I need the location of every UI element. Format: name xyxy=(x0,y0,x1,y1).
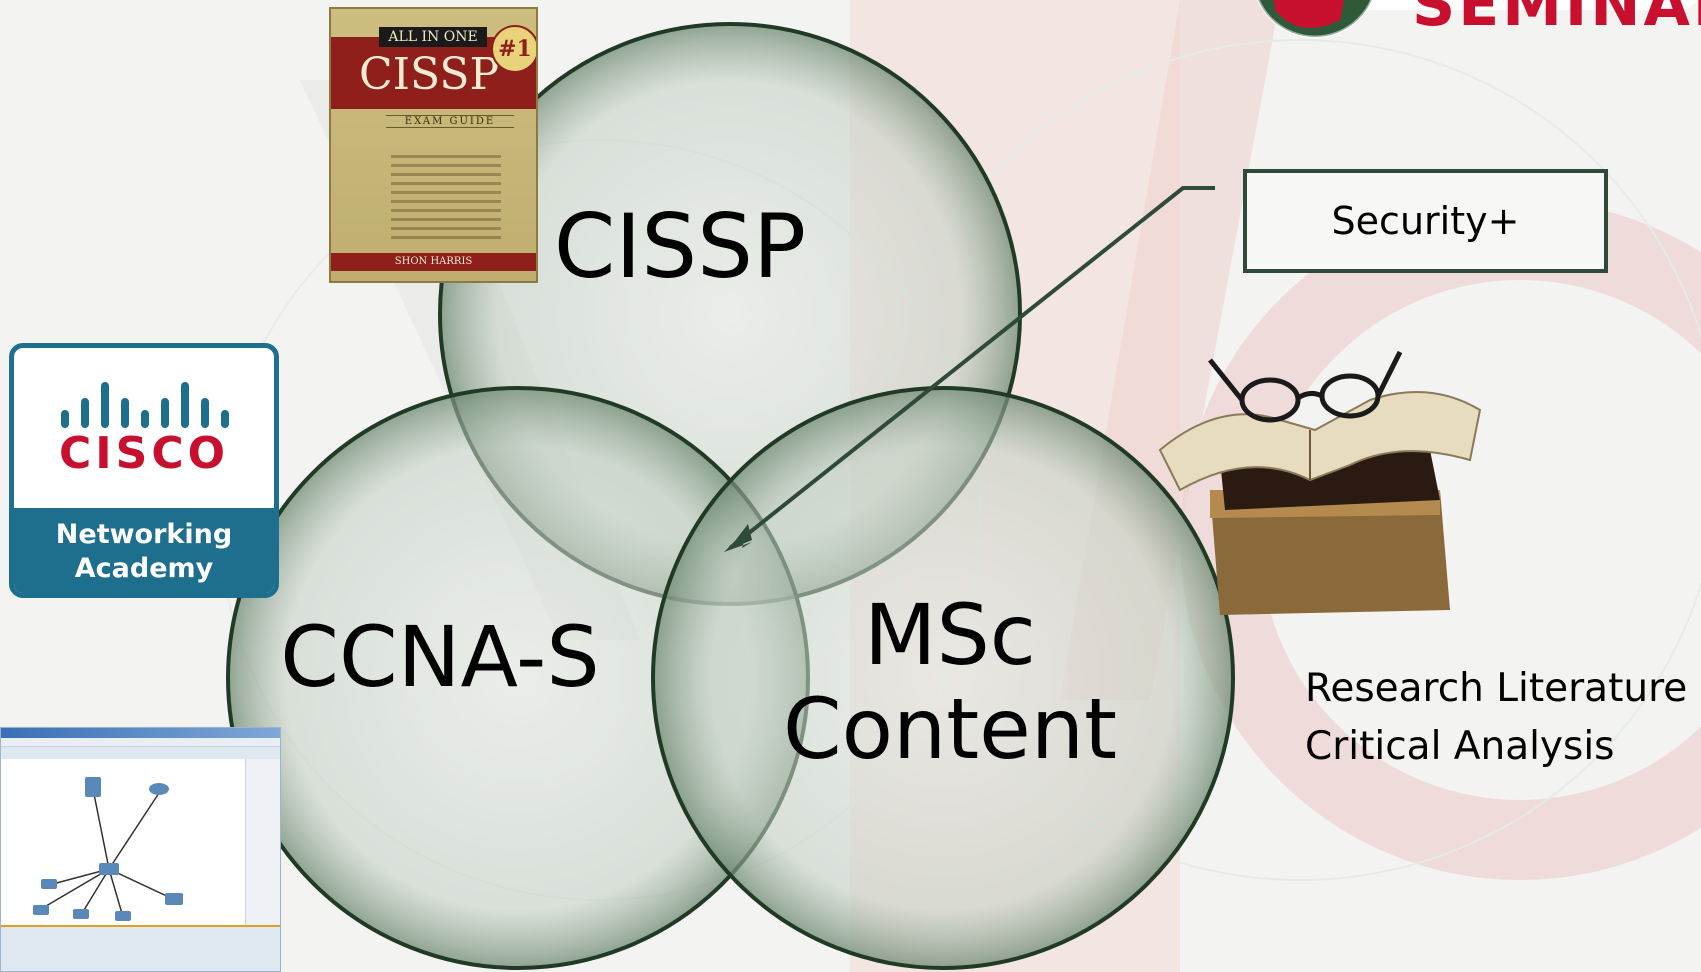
research-text-block: Research Literature Critical Analysis xyxy=(1305,660,1695,776)
venn-circle-msc xyxy=(651,386,1235,970)
cisco-academy-band: Networking Academy xyxy=(14,508,274,593)
cisco-wordmark: CISCO xyxy=(58,428,230,479)
brand-globe-logo xyxy=(1256,0,1698,39)
packet-tracer-device-bar xyxy=(1,925,280,971)
circle-label-msc-line-1: MSc xyxy=(864,586,1036,684)
circle-label-msc: MSc Content xyxy=(760,588,1140,776)
security-plus-callout: Security+ xyxy=(1243,169,1608,273)
cisco-academy-line-1: Networking xyxy=(55,519,233,550)
circle-label-ccna: CCNA-S xyxy=(280,608,600,706)
packet-tracer-tool-palette xyxy=(245,759,280,929)
research-line-2: Critical Analysis xyxy=(1305,724,1615,769)
packet-tracer-screenshot-image xyxy=(0,727,281,972)
book-subtitle: EXAM GUIDE xyxy=(386,115,514,128)
book-banner-text: ALL IN ONE xyxy=(379,27,487,47)
callout-connector xyxy=(728,186,1215,550)
cissp-book-cover-image: ALL IN ONE CISSP #1 EXAM GUIDE SHON HARR… xyxy=(329,7,538,283)
security-plus-label: Security+ xyxy=(1331,199,1520,243)
book-body-text-lines xyxy=(391,149,501,245)
circle-label-cissp: CISSP xyxy=(553,195,807,298)
cisco-networking-academy-logo: CISCO Networking Academy xyxy=(9,343,279,598)
book-author: SHON HARRIS xyxy=(331,253,536,271)
network-topology-canvas xyxy=(1,759,247,929)
book-title: CISSP xyxy=(359,49,500,100)
books-with-glasses-image xyxy=(1158,350,1482,615)
cisco-bars-icon xyxy=(61,382,229,428)
book-badge: #1 xyxy=(491,25,536,73)
circle-label-msc-line-2: Content xyxy=(782,680,1118,779)
cisco-academy-line-2: Academy xyxy=(74,553,214,584)
research-line-1: Research Literature xyxy=(1305,666,1688,711)
